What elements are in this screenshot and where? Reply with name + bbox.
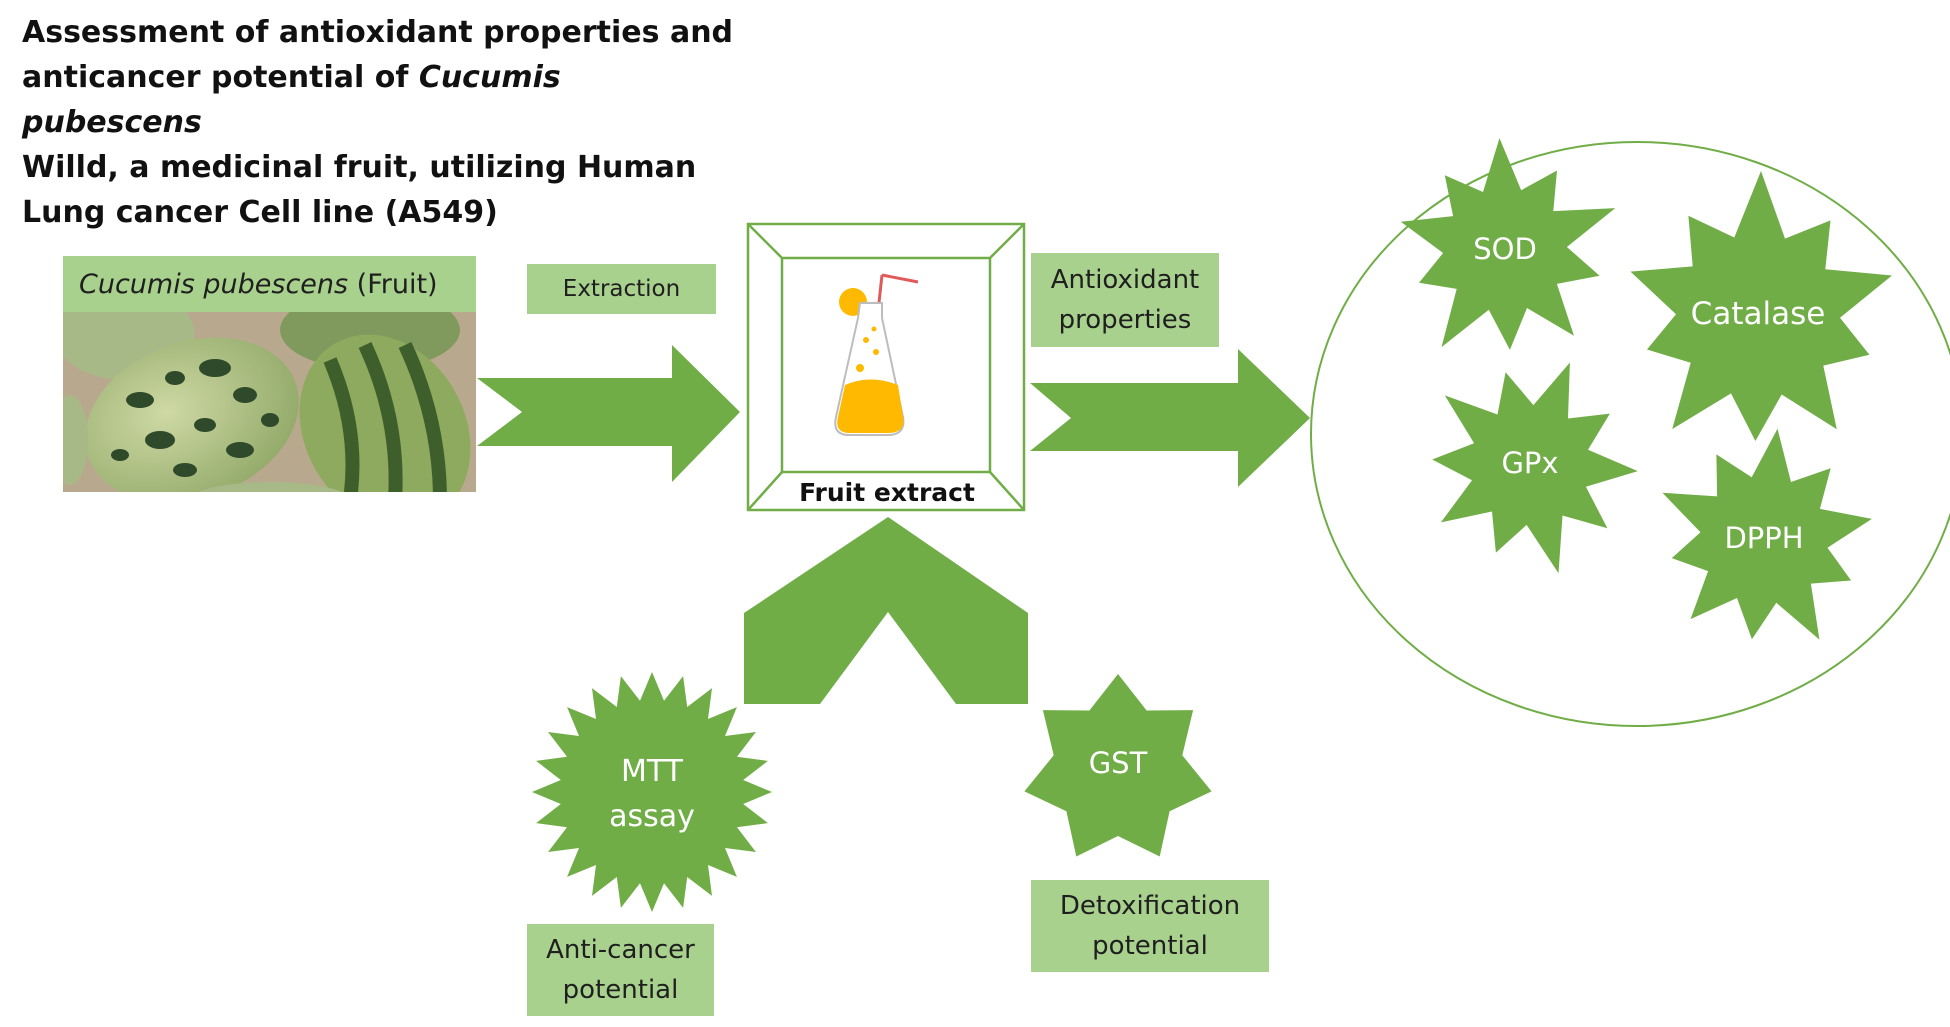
split-chevron-arrow bbox=[744, 517, 1028, 704]
antioxidant-properties-label: Antioxidant properties bbox=[1031, 253, 1219, 347]
fruit-extract-label: Fruit extract bbox=[799, 478, 975, 507]
catalase-label: Catalase bbox=[1691, 296, 1826, 332]
sod-burst: SOD bbox=[1400, 138, 1616, 350]
detoxification-potential-label: Detoxification potential bbox=[1031, 880, 1269, 972]
title-line-2: anticancer potential of Cucumis pubescen… bbox=[22, 55, 742, 145]
fruit-species-name: Cucumis pubescens bbox=[79, 268, 349, 300]
fruit-extract-frame bbox=[746, 222, 1026, 512]
gst-star: GST bbox=[1024, 674, 1212, 857]
fruit-name-suffix: (Fruit) bbox=[348, 268, 438, 300]
title-line-3: Willd, a medicinal fruit, utilizing Huma… bbox=[22, 150, 697, 185]
antioxidant-arrow bbox=[1030, 349, 1310, 487]
sod-label: SOD bbox=[1473, 232, 1537, 266]
mtt-label-line-2: assay bbox=[609, 799, 695, 834]
mtt-burst: MTT assay bbox=[532, 672, 772, 912]
antioxidant-label-line-1: Antioxidant bbox=[1050, 265, 1200, 295]
gpx-label: GPx bbox=[1501, 446, 1558, 480]
title-line-4: Lung cancer Cell line (A549) bbox=[22, 195, 498, 230]
melon-photo bbox=[63, 312, 476, 492]
anticancer-potential-label: Anti-cancer potential bbox=[527, 924, 714, 1016]
antioxidant-label-line-2: properties bbox=[1058, 305, 1192, 335]
extraction-label: Extraction bbox=[527, 264, 716, 314]
chevron-left-head bbox=[744, 613, 820, 704]
catalase-burst: Catalase bbox=[1630, 171, 1892, 441]
gst-label: GST bbox=[1089, 746, 1148, 780]
detox-label-line-1: Detoxification bbox=[1059, 891, 1241, 921]
antioxidant-assay-circle bbox=[1310, 141, 1950, 727]
extraction-label-text: Extraction bbox=[562, 276, 681, 302]
dpph-burst: DPPH bbox=[1662, 428, 1872, 640]
mtt-label-line-1: MTT bbox=[621, 754, 684, 789]
extraction-arrow bbox=[477, 345, 740, 482]
fruit-name-label: Cucumis pubescens (Fruit) bbox=[63, 256, 476, 312]
anticancer-label-line-1: Anti-cancer bbox=[546, 935, 695, 965]
title-line-1: Assessment of antioxidant properties and bbox=[22, 15, 734, 50]
diagram-title: Assessment of antioxidant properties and… bbox=[22, 10, 742, 235]
gpx-burst: GPx bbox=[1432, 362, 1638, 574]
dpph-label: DPPH bbox=[1724, 521, 1803, 555]
detox-label-line-2: potential bbox=[1092, 931, 1208, 961]
title-line-2-prefix: anticancer potential of bbox=[22, 60, 419, 95]
flask-icon bbox=[834, 273, 919, 436]
anticancer-label-line-2: potential bbox=[562, 975, 679, 1005]
title-species-name: Cucumis pubescens bbox=[22, 60, 561, 140]
